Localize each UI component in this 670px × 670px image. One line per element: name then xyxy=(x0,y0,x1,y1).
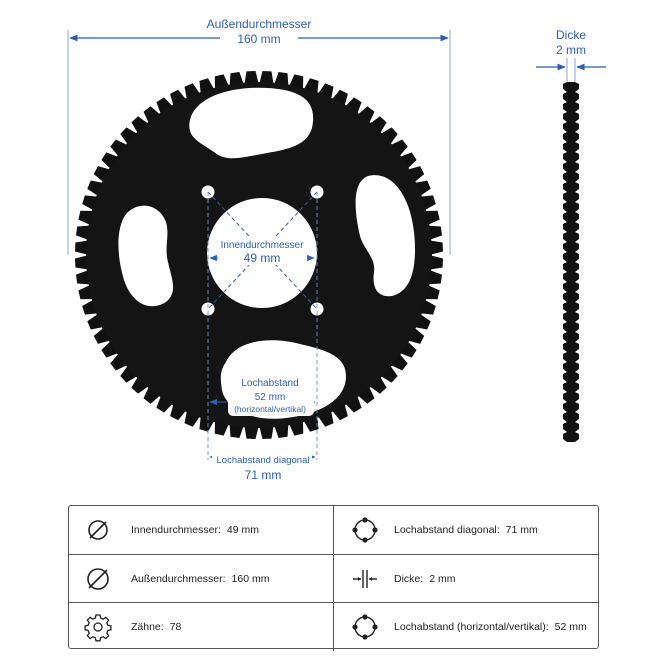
cutout-left xyxy=(118,205,174,307)
outer-diameter-value: 160 mm xyxy=(237,32,280,46)
sprocket-front-view xyxy=(75,71,443,439)
diameter-icon xyxy=(87,568,109,590)
thickness-dimension: Dicke 2 mm xyxy=(536,28,606,82)
sprocket-diagram: Außendurchmesser 160 mm Dicke 2 mm Innen… xyxy=(67,17,606,482)
spec-value: 52 mm xyxy=(554,621,587,633)
bolt-pattern-icon xyxy=(352,614,378,640)
hole-spacing-label: Lochabstand xyxy=(241,378,298,389)
hole-spacing-dimension: Lochabstand 52 mm (horizontal/vertikal) xyxy=(207,192,318,460)
cutout-top xyxy=(189,87,314,159)
hole-spacing-diagonal-value: 71 mm xyxy=(245,468,282,482)
spec-label: Lochabstand diagonal: xyxy=(394,524,500,536)
hole-spacing-diagonal-label: Lochabstand diagonal xyxy=(217,455,310,466)
sprocket-side-view xyxy=(563,82,579,442)
spec-label: Außendurchmesser: xyxy=(131,573,226,585)
spec-row: Außendurchmesser: 160 mm Dicke: 2 mm xyxy=(69,554,598,603)
hole-spacing-note: (horizontal/vertikal) xyxy=(234,404,306,414)
spec-cell-outer-diameter: Außendurchmesser: 160 mm xyxy=(69,555,334,603)
inner-diameter-value: 49 mm xyxy=(244,251,281,265)
bolt-pattern-icon xyxy=(352,517,378,543)
outer-diameter-dimension: Außendurchmesser 160 mm xyxy=(67,17,451,255)
gear-icon xyxy=(84,614,112,642)
spec-row: Innendurchmesser: 49 mm Lochabstand diago… xyxy=(69,506,598,554)
spec-cell-hole-spacing: Lochabstand (horizontal/vertikal): 52 mm xyxy=(334,603,598,651)
spec-value: 160 mm xyxy=(231,573,270,585)
hole-spacing-value: 52 mm xyxy=(255,392,286,403)
spec-row: Zähne: 78 Lochabstand (horizontal/vertika… xyxy=(69,602,598,651)
spec-cell-inner-diameter: Innendurchmesser: 49 mm xyxy=(69,506,334,554)
spec-cell-hole-spacing-diagonal: Lochabstand diagonal: 71 mm xyxy=(334,506,598,554)
spec-label: Zähne: xyxy=(131,621,164,633)
thickness-value: 2 mm xyxy=(556,43,586,57)
spec-value: 2 mm xyxy=(429,573,456,585)
diameter-icon xyxy=(88,520,108,540)
thickness-icon xyxy=(353,570,377,588)
cutout-right xyxy=(355,175,416,297)
outer-diameter-label: Außendurchmesser xyxy=(207,17,312,31)
inner-diameter-label: Innendurchmesser xyxy=(221,240,304,251)
spec-value: 78 xyxy=(169,621,182,633)
inner-diameter-dimension: Innendurchmesser 49 mm xyxy=(207,191,318,310)
spec-table: Innendurchmesser: 49 mm Lochabstand diago… xyxy=(68,505,599,651)
spec-label: Dicke: xyxy=(394,573,424,585)
spec-cell-teeth: Zähne: 78 xyxy=(69,603,334,651)
spec-value: 71 mm xyxy=(505,524,538,536)
spec-cell-thickness: Dicke: 2 mm xyxy=(334,555,598,603)
spec-label: Lochabstand (horizontal/vertikal): xyxy=(394,621,549,633)
spec-label: Innendurchmesser: xyxy=(131,524,221,536)
thickness-label: Dicke xyxy=(556,28,586,42)
hole-spacing-diagonal-dimension: Lochabstand diagonal 71 mm xyxy=(209,453,316,482)
spec-value: 49 mm xyxy=(226,524,259,536)
